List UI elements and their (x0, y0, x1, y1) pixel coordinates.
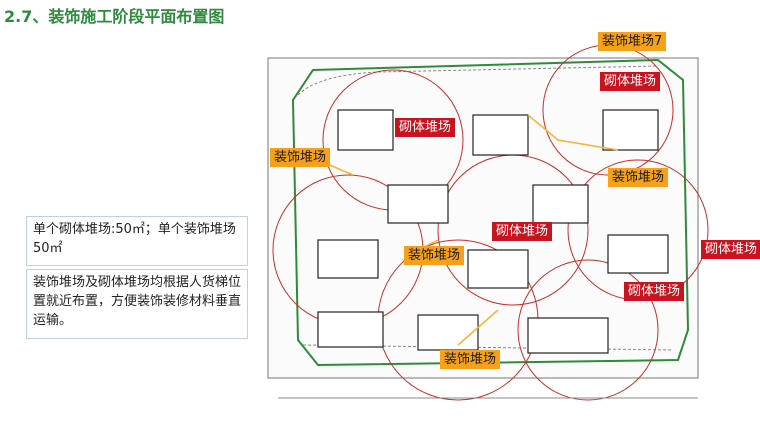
storage-area-note: 单个砌体堆场:50㎡；单个装饰堆场50㎡ (26, 216, 248, 266)
decor-storage-label-7: 装饰堆场7 (598, 32, 667, 51)
page-title: 2.7、装饰施工阶段平面布置图 (4, 7, 225, 26)
masonry-storage-label: 砌体堆场 (395, 118, 456, 137)
masonry-storage-label: 砌体堆场 (600, 72, 661, 91)
masonry-storage-label: 砌体堆场 (492, 222, 553, 241)
decor-storage-label: 装饰堆场 (440, 350, 501, 369)
decor-storage-label: 装饰堆场 (270, 148, 331, 167)
layout-description-note: 装饰堆场及砌体堆场均根据人货梯位置就近布置，方便装饰装修材料垂直运输。 (26, 269, 248, 339)
masonry-storage-label: 砌体堆场 (701, 240, 760, 259)
site-plan-drawing (267, 44, 709, 401)
decor-storage-label: 装饰堆场 (404, 246, 465, 265)
masonry-storage-label: 砌体堆场 (624, 282, 685, 301)
decor-storage-label: 装饰堆场 (608, 168, 669, 187)
building-blocks (317, 109, 669, 354)
temporary-fence-line (291, 58, 690, 367)
